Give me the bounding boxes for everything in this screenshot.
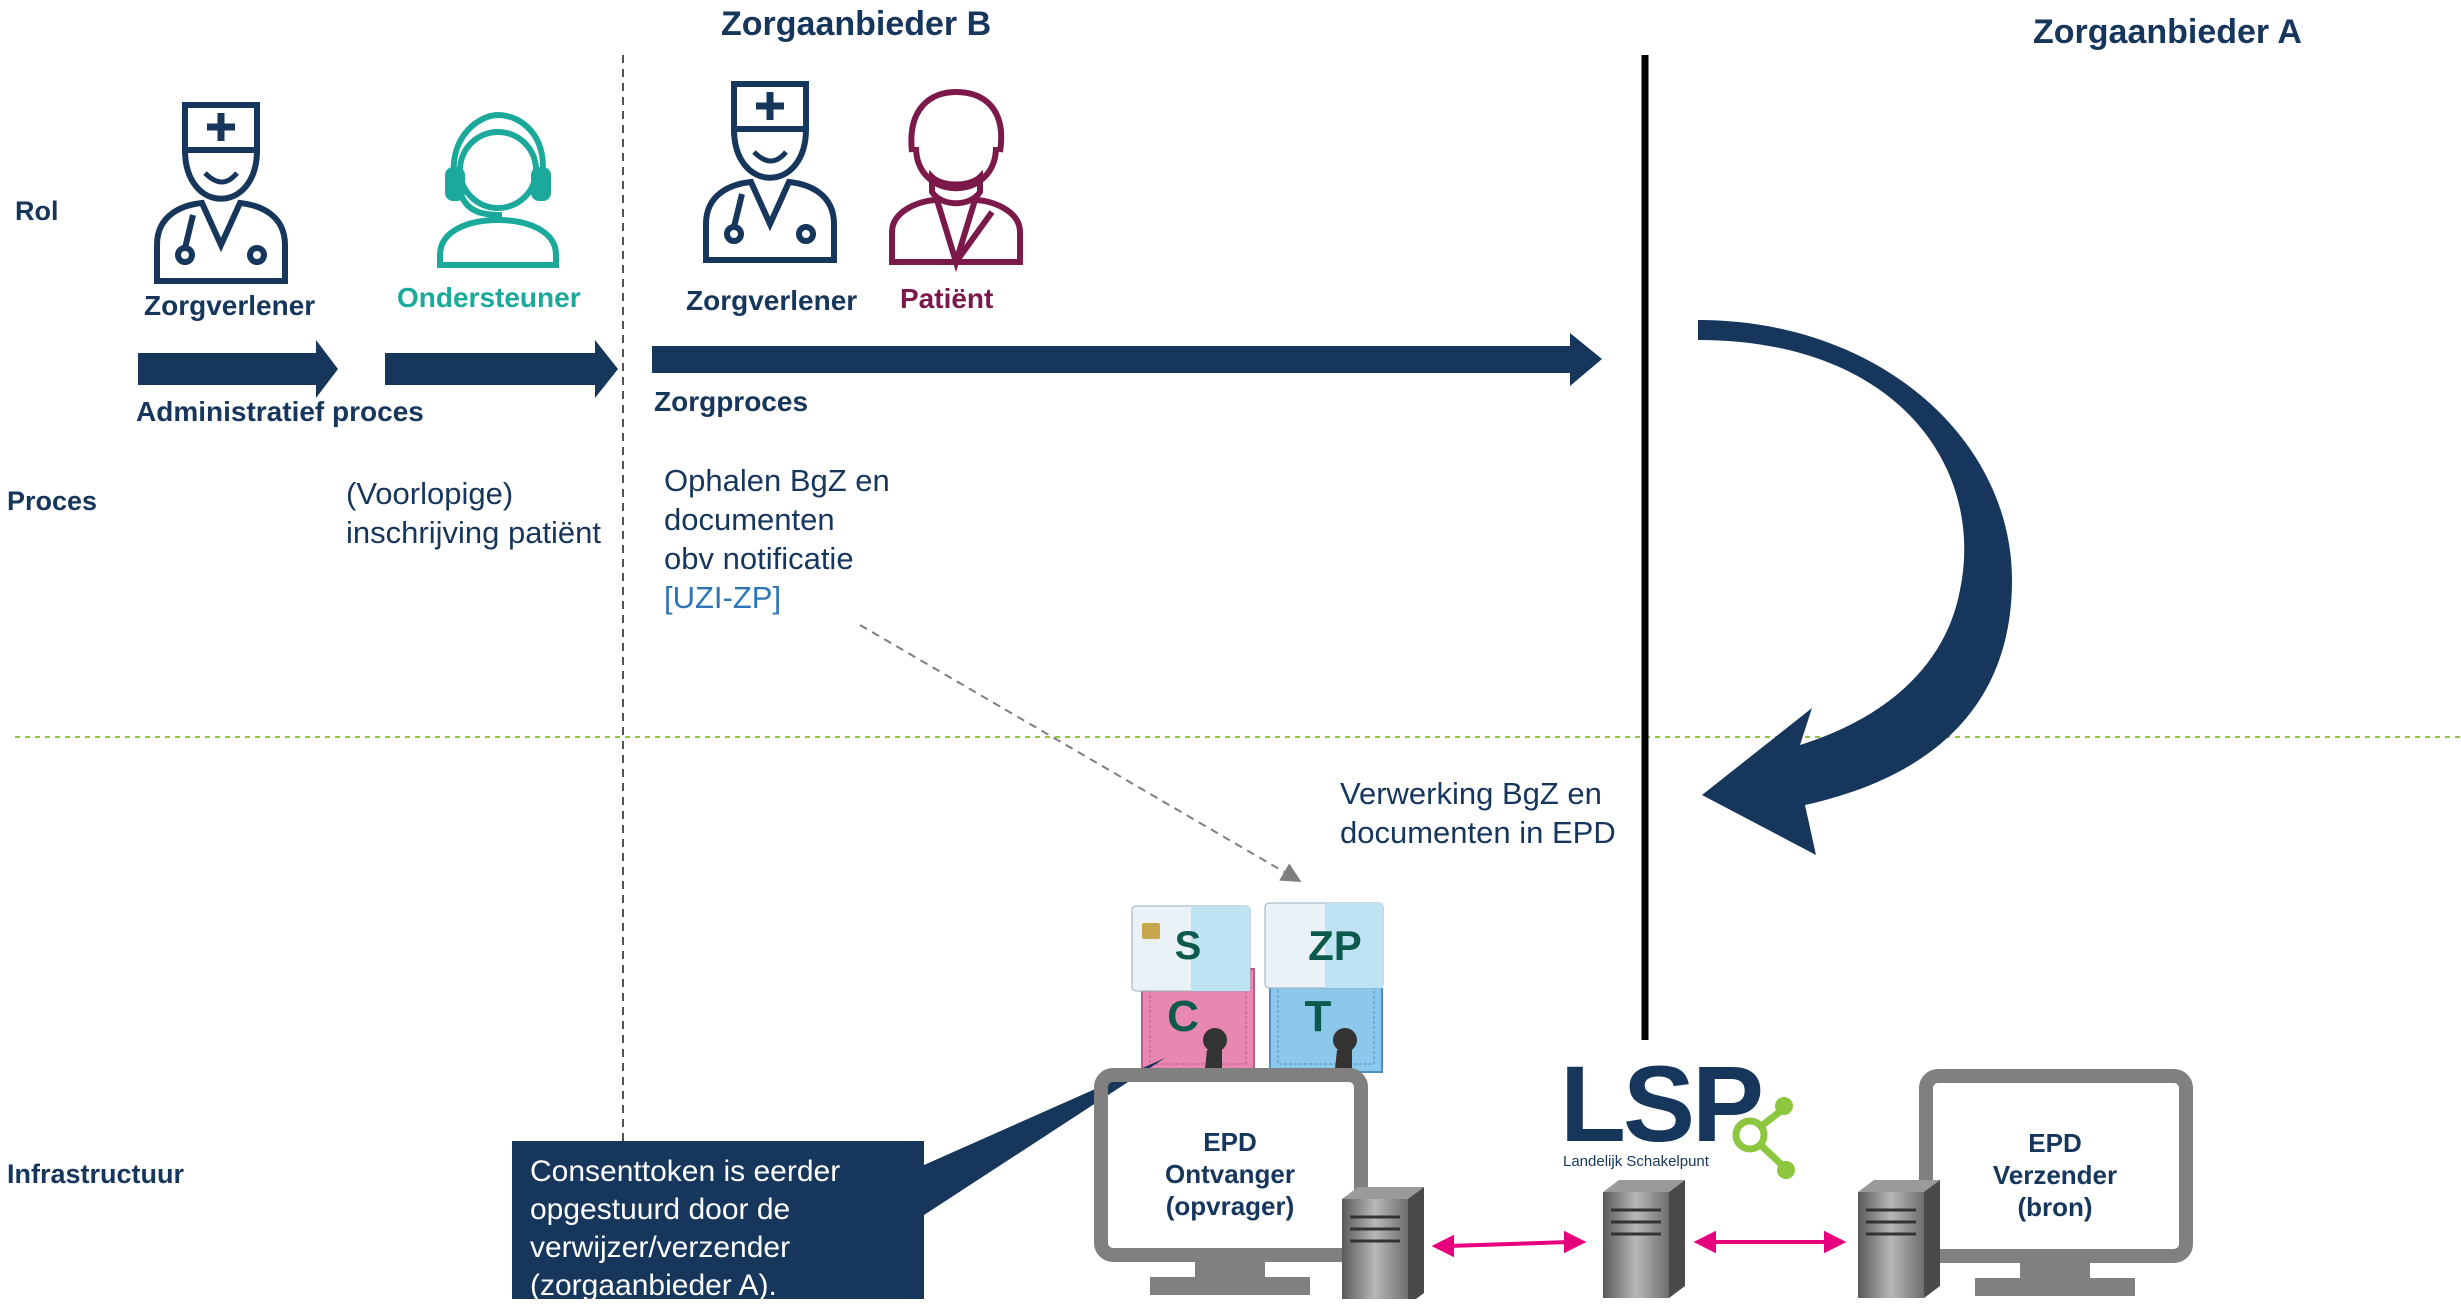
epd-receiver-monitor-icon — [1094, 1068, 1368, 1295]
ophalen-line: Ophalen BgZ en — [664, 463, 890, 498]
connection-arrow — [1431, 1230, 1587, 1258]
zorgproces-arrow — [652, 333, 1602, 386]
epd-receiver-line: EPD — [1203, 1127, 1257, 1157]
ophalen-text: Ophalen BgZ en documenten obv notificati… — [664, 461, 944, 617]
headset-agent-icon — [437, 111, 559, 268]
row-label-proces: Proces — [7, 486, 98, 516]
card-letter-t: T — [1304, 992, 1332, 1041]
role-label-patient: Patiënt — [900, 283, 994, 314]
ophalen-line: documenten — [664, 502, 835, 537]
curved-flow-arrow — [1698, 320, 2012, 855]
epd-sender-monitor-icon — [1919, 1069, 2193, 1296]
consent-callout: Consenttoken is eerder opgestuurd door d… — [512, 1141, 924, 1302]
consent-token-card-left — [1131, 905, 1255, 1078]
role-label-zorgverlener: Zorgverlener — [686, 285, 858, 316]
epd-receiver-line: (opvrager) — [1165, 1191, 1295, 1221]
inschrijving-text: (Voorlopige) inschrijving patiënt — [346, 474, 636, 552]
inschrijving-line: inschrijving patiënt — [346, 515, 602, 550]
connection-arrow — [1693, 1230, 1847, 1254]
role-label-ondersteuner: Ondersteuner — [397, 282, 581, 313]
epd-sender-line: (bron) — [2017, 1192, 2093, 1222]
inschrijving-line: (Voorlopige) — [346, 476, 514, 511]
process-label-zorgproces: Zorgproces — [654, 386, 809, 417]
server-icon — [1858, 1180, 1940, 1298]
epd-sender-line: EPD — [2028, 1128, 2082, 1158]
admin-arrow-1 — [138, 340, 338, 398]
admin-arrow-2 — [385, 340, 618, 398]
provider-a-header: Zorgaanbieder A — [2033, 13, 2302, 51]
row-label-infrastructuur: Infrastructuur — [7, 1159, 185, 1189]
ophalen-line: obv notificatie — [664, 541, 854, 576]
card-letter-zp: ZP — [1308, 922, 1362, 969]
lsp-logo: LSP — [1560, 1043, 1764, 1164]
epd-receiver-label: EPD Ontvanger (opvrager) — [1140, 1126, 1320, 1222]
provider-b-header: Zorgaanbieder B — [721, 5, 992, 43]
lsp-subtitle: Landelijk Schakelpunt — [1563, 1153, 1709, 1170]
consent-token-card-right — [1264, 902, 1384, 1078]
uzi-zp-label: [UZI-ZP] — [664, 580, 782, 615]
dashed-pointer-arrow — [859, 624, 1302, 883]
verwerking-line: documenten in EPD — [1340, 815, 1616, 850]
epd-sender-label: EPD Verzender (bron) — [1965, 1127, 2145, 1223]
server-icon — [1603, 1180, 1685, 1298]
server-icon — [1342, 1187, 1424, 1299]
verwerking-line: Verwerking BgZ en — [1340, 776, 1602, 811]
doctor-icon — [154, 102, 288, 284]
card-letter-c: C — [1167, 992, 1199, 1041]
card-letter-s: S — [1174, 924, 1202, 968]
lsp-network-icon — [1732, 1097, 1795, 1179]
patient-icon — [889, 88, 1023, 273]
callout-text: Consenttoken is eerder opgestuurd door d… — [530, 1155, 841, 1302]
doctor-icon — [703, 81, 837, 263]
verwerking-text: Verwerking BgZ en documenten in EPD — [1340, 774, 1640, 852]
epd-sender-line: Verzender — [1992, 1160, 2118, 1190]
process-label-administratief: Administratief proces — [136, 396, 424, 427]
row-label-rol: Rol — [15, 196, 59, 226]
role-label-zorgverlener: Zorgverlener — [144, 290, 316, 321]
epd-receiver-line: Ontvanger — [1164, 1159, 1296, 1189]
